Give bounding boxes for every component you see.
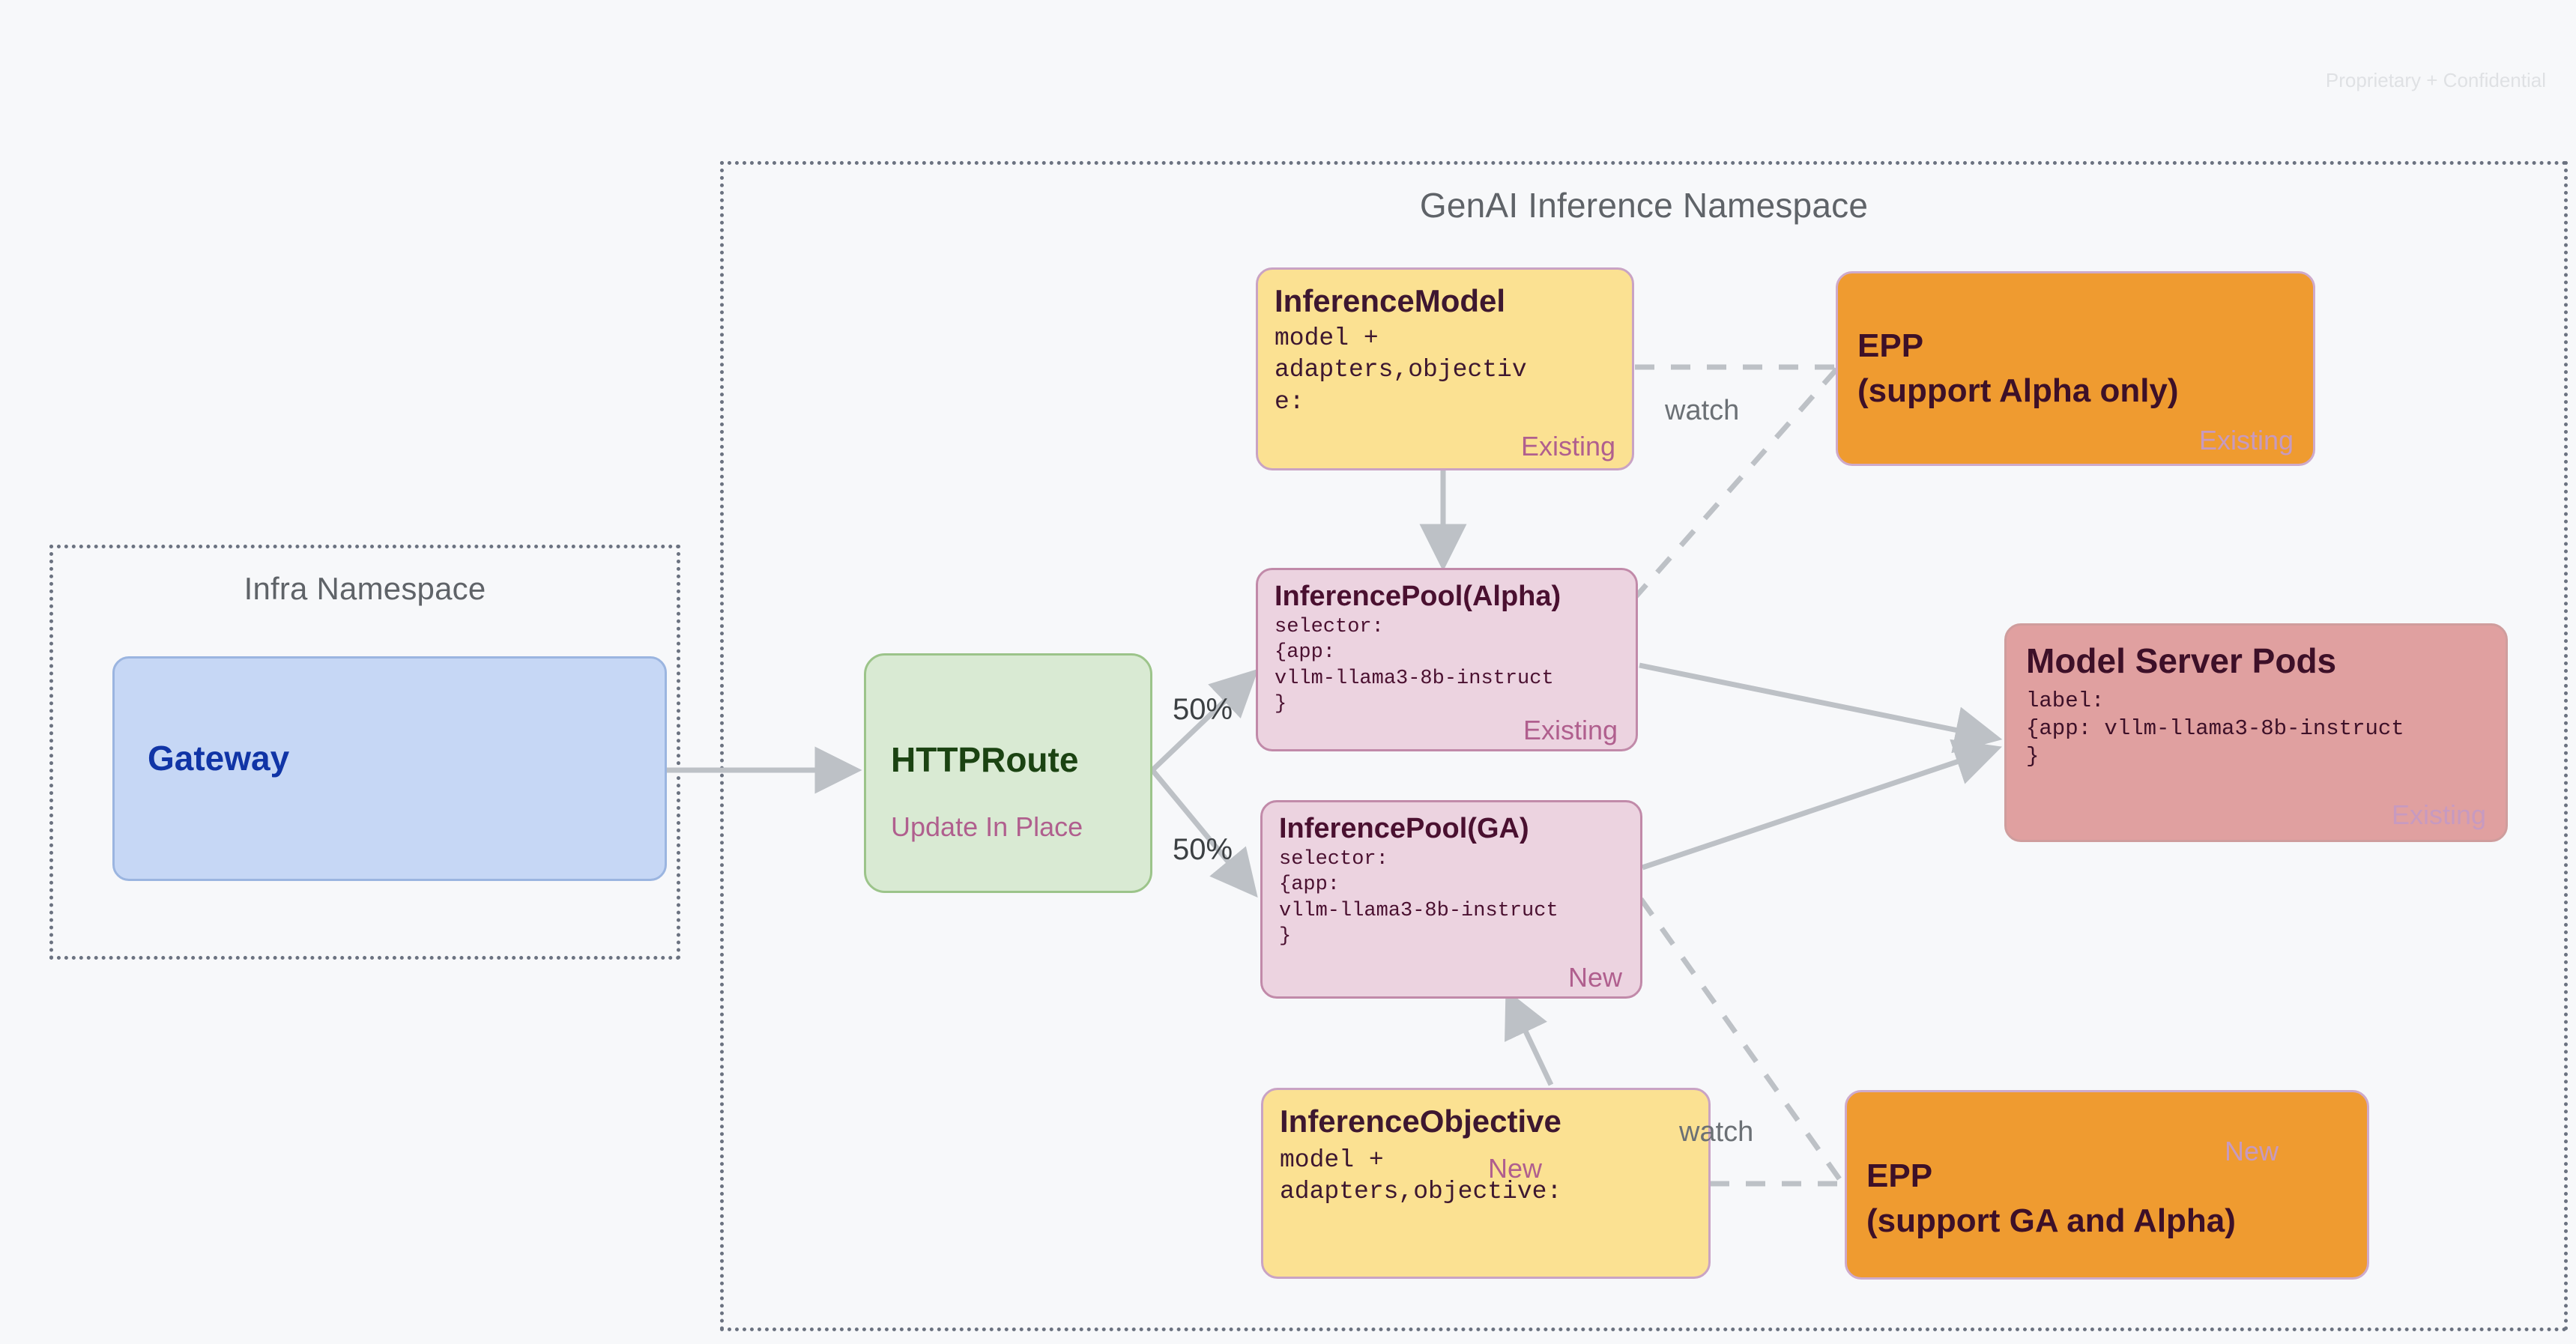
genai-namespace-container xyxy=(720,161,2568,1331)
epp-alpha-status-tag: Existing xyxy=(2198,425,2294,455)
httproute-title: HTTPRoute xyxy=(891,740,1079,779)
epp-ga-status-tag: New xyxy=(2224,1136,2279,1166)
inference-pool-ga-body: selector: {app: vllm-llama3-8b-instruct … xyxy=(1279,847,1558,948)
gateway-title: Gateway xyxy=(148,739,290,778)
inference-objective-title: InferenceObjective xyxy=(1280,1104,1561,1139)
inference-pool-alpha-title: InferencePool(Alpha) xyxy=(1275,581,1561,612)
epp-ga-title-line2: (support GA and Alpha) xyxy=(1866,1202,2236,1239)
node-inference-pool-ga[interactable]: InferencePool(GA) selector: {app: vllm-l… xyxy=(1260,800,1642,999)
model-server-pods-status-tag: Existing xyxy=(2391,799,2486,830)
infra-namespace-container xyxy=(49,545,680,960)
genai-namespace-label: GenAI Inference Namespace xyxy=(1419,186,1869,225)
epp-alpha-title-line2: (support Alpha only) xyxy=(1857,372,2179,409)
node-epp-alpha[interactable]: EPP (support Alpha only) Existing xyxy=(1836,271,2315,466)
model-server-pods-body: label: {app: vllm-llama3-8b-instruct } xyxy=(2026,688,2404,769)
infra-namespace-label: Infra Namespace xyxy=(244,571,486,606)
node-gateway[interactable]: Gateway xyxy=(112,656,667,881)
inference-pool-ga-title: InferencePool(GA) xyxy=(1279,813,1529,844)
edge-label-split-top: 50% xyxy=(1173,693,1233,726)
epp-ga-title-line1: EPP xyxy=(1866,1157,1933,1194)
node-inference-pool-alpha[interactable]: InferencePool(Alpha) selector: {app: vll… xyxy=(1256,568,1638,751)
node-model-server-pods[interactable]: Model Server Pods label: {app: vllm-llam… xyxy=(2004,623,2508,842)
inference-model-status-tag: Existing xyxy=(1520,431,1615,461)
inference-model-title: InferenceModel xyxy=(1275,283,1506,318)
epp-alpha-title-line1: EPP xyxy=(1857,327,1924,364)
node-inference-model[interactable]: InferenceModel model + adapters,objectiv… xyxy=(1256,267,1634,470)
edge-label-split-bottom: 50% xyxy=(1173,833,1233,866)
inference-pool-alpha-status-tag: Existing xyxy=(1523,715,1618,745)
node-inference-objective[interactable]: InferenceObjective model + adapters,obje… xyxy=(1261,1088,1711,1279)
node-epp-ga[interactable]: EPP (support GA and Alpha) New xyxy=(1845,1090,2369,1280)
inference-model-body: model + adapters,objectiv e: xyxy=(1275,324,1527,416)
inference-objective-status-tag: New xyxy=(1488,1153,1543,1184)
inference-objective-body: model + adapters,objective: xyxy=(1280,1146,1562,1206)
inference-pool-alpha-body: selector: {app: vllm-llama3-8b-instruct … xyxy=(1275,615,1554,716)
inference-pool-ga-status-tag: New xyxy=(1567,962,1622,993)
watch-label-bottom: watch xyxy=(1679,1116,1754,1148)
node-httproute[interactable]: HTTPRoute Update In Place xyxy=(864,653,1152,893)
model-server-pods-title: Model Server Pods xyxy=(2026,641,2337,680)
confidential-notice: Proprietary + Confidential xyxy=(2325,69,2546,91)
watch-label-top: watch xyxy=(1665,395,1740,426)
httproute-status-tag: Update In Place xyxy=(891,811,1083,842)
